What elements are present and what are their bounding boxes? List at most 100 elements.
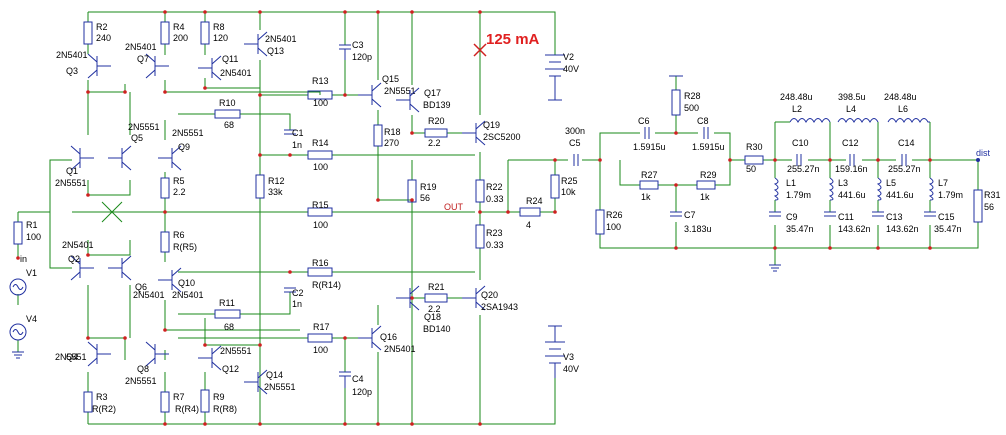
- source-ref-v1: V1: [26, 268, 37, 278]
- resistor-ref-r24: R24: [526, 196, 543, 206]
- resistor-ref-r29: R29: [700, 170, 717, 180]
- transistor-ref-q17: Q17: [424, 88, 441, 98]
- inductor-ref-l1: L1: [786, 178, 796, 188]
- resistor-value-r26: 100: [606, 222, 621, 232]
- resistor-ref-r1: R1: [26, 220, 38, 230]
- resistor-ref-r14: R14: [312, 138, 329, 148]
- resistor-value-r19: 56: [420, 193, 430, 203]
- capacitor-ref-c2: C2: [292, 288, 304, 298]
- labels-layer: 2N5551Q12N5401Q22N5401Q32N5551Q42N5551Q5…: [26, 22, 1001, 414]
- transistor-part-q2: 2N5401: [62, 240, 94, 250]
- resistor-value-r15: 100: [313, 220, 328, 230]
- components: [9, 21, 983, 413]
- transistor-symbol: [145, 341, 169, 367]
- resistor-ref-r27: R27: [641, 170, 658, 180]
- resistor-value-r14: 100: [313, 162, 328, 172]
- resistor-ref-r23: R23: [486, 228, 503, 238]
- capacitor-value-c15: 35.47n: [934, 224, 962, 234]
- transistor-part-q15: 2N5551: [384, 86, 416, 96]
- inductor-value-l5: 441.6u: [886, 190, 914, 200]
- transistor-ref-q10: Q10: [178, 278, 195, 288]
- resistor-value-r13: 100: [313, 98, 328, 108]
- wiring: [17, 11, 979, 425]
- transistor-part-q4: 2N5551: [55, 352, 87, 362]
- transistor-part-q20: 2SA1943: [481, 302, 518, 312]
- capacitor-ref-c9: C9: [786, 212, 798, 222]
- capacitor-ref-c15: C15: [938, 212, 955, 222]
- capacitor-value-c9: 35.47n: [786, 224, 814, 234]
- transistor-part-q19: 2SC5200: [483, 132, 521, 142]
- resistor-ref-r30: R30: [746, 142, 763, 152]
- resistor-value-r24: 4: [526, 220, 531, 230]
- transistor-ref-q18: Q18: [424, 312, 441, 322]
- transistor-symbol: [87, 53, 111, 79]
- transistor-ref-q13: Q13: [267, 46, 284, 56]
- resistor-ref-r28: R28: [684, 91, 701, 101]
- transistor-ref-q14: Q14: [266, 370, 283, 380]
- resistor-ref-r11: R11: [219, 298, 235, 308]
- transistor-ref-q7: Q7: [137, 54, 149, 64]
- resistor-ref-r10: R10: [219, 98, 236, 108]
- capacitor-value-c6: 1.5915u: [633, 142, 666, 152]
- transistor-ref-q15: Q15: [382, 74, 399, 84]
- capacitor-value-c10: 255.27n: [787, 164, 820, 174]
- transistor-part-q13: 2N5401: [265, 34, 297, 44]
- inductor-value-l7: 1.79m: [938, 190, 963, 200]
- transistor-part-q18: BD140: [423, 324, 451, 334]
- transistor-part-q6: 2N5401: [133, 290, 165, 300]
- capacitor-ref-c13: C13: [886, 212, 903, 222]
- inductor-ref-l5: L5: [886, 178, 896, 188]
- inductor-value-l4: 398.5u: [838, 92, 866, 102]
- transistor-symbol: [158, 145, 182, 171]
- transistor-symbol: [358, 82, 382, 108]
- capacitor-value-c7: 3.183u: [684, 224, 712, 234]
- source-value-v3: 40V: [563, 364, 579, 374]
- resistor-value-r11: 68: [224, 322, 234, 332]
- inductor-ref-l4: L4: [846, 104, 856, 114]
- transistor-ref-q11: Q11: [222, 54, 238, 64]
- transistor-symbol: [396, 285, 420, 311]
- transistor-part-q7: 2N5401: [125, 42, 157, 52]
- capacitor-ref-c11: C11: [838, 212, 854, 222]
- resistor-ref-r22: R22: [486, 182, 503, 192]
- transistor-symbol: [108, 145, 132, 171]
- resistor-value-r20: 2.2: [428, 138, 441, 148]
- transistor-part-q9: 2N5551: [172, 128, 204, 138]
- resistor-ref-r18: R18: [384, 127, 401, 137]
- capacitor-ref-c14: C14: [898, 138, 915, 148]
- transistor-part-q1: 2N5551: [55, 178, 87, 188]
- transistor-part-q5: 2N5551: [128, 122, 160, 132]
- resistor-value-r25: 10k: [561, 187, 576, 197]
- source-value-v2: 40V: [563, 64, 579, 74]
- resistor-ref-r6: R6: [173, 230, 185, 240]
- transistor-symbol: [462, 120, 486, 146]
- transistor-symbol: [70, 145, 94, 171]
- source-ref-v4: V4: [26, 314, 37, 324]
- transistor-symbol: [158, 267, 182, 293]
- resistor-value-r9: R(R8): [213, 404, 237, 414]
- transistor-ref-q4: Q4: [66, 352, 78, 362]
- resistor-ref-r26: R26: [606, 210, 623, 220]
- inductor-value-l1: 1.79m: [786, 190, 811, 200]
- resistor-ref-r5: R5: [173, 176, 185, 186]
- source-ref-v2: V2: [563, 52, 574, 62]
- transistor-symbol: [70, 255, 94, 281]
- capacitor-value-c11: 143.62n: [838, 224, 871, 234]
- transistor-part-q17: BD139: [423, 100, 451, 110]
- resistor-ref-r3: R3: [96, 392, 108, 402]
- resistor-value-r1: 100: [26, 232, 41, 242]
- capacitor-ref-c4: C4: [352, 374, 364, 384]
- transistor-part-q12: 2N5551: [220, 346, 252, 356]
- transistor-part-q3: 2N5401: [56, 50, 88, 60]
- resistor-value-r2: 240: [96, 33, 111, 43]
- inductor-value-l6: 248.48u: [884, 92, 917, 102]
- dist-net-label: dist: [976, 148, 991, 158]
- resistor-value-r6: R(R5): [173, 242, 197, 252]
- resistor-ref-r13: R13: [312, 76, 329, 86]
- capacitor-value-c4: 120p: [352, 387, 372, 397]
- capacitor-value-c13: 143.62n: [886, 224, 919, 234]
- inductor-value-l2: 248.48u: [780, 92, 813, 102]
- transistor-symbol: [358, 325, 382, 351]
- transistor-part-q16: 2N5401: [384, 344, 416, 354]
- capacitor-value-c8: 1.5915u: [692, 142, 725, 152]
